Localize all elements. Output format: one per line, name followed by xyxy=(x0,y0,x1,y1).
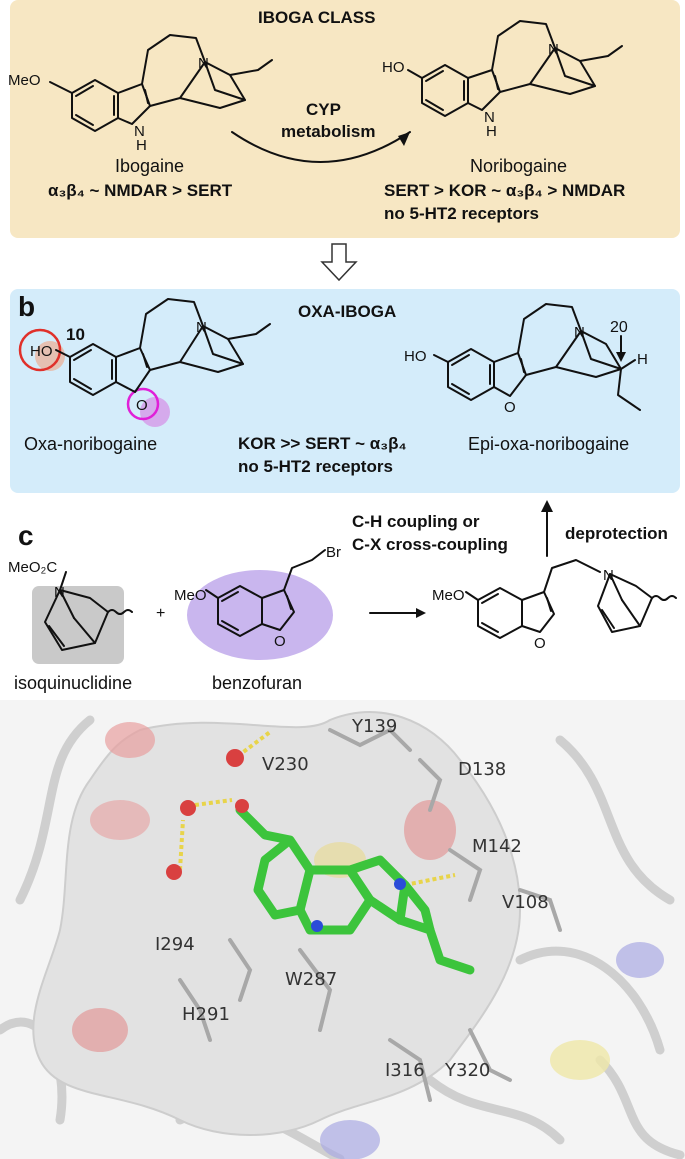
residue-label-d138: D138 xyxy=(458,759,506,780)
position-20-label: 20 xyxy=(610,319,628,336)
isoquinuclidine-structure xyxy=(44,571,133,651)
panel-b-title: OXA-IBOGA xyxy=(298,302,397,321)
benzofuran-meo-label: MeO xyxy=(174,587,207,604)
panel-a-title: IBOGA CLASS xyxy=(258,8,376,27)
noribogaine-structure xyxy=(407,20,623,117)
epi-o-label: O xyxy=(504,399,516,416)
noribogaine-name: Noribogaine xyxy=(470,156,568,176)
epi-h-label: H xyxy=(637,351,648,368)
residue-sticks xyxy=(178,727,562,1102)
ibogaine-h-label: H xyxy=(136,137,147,154)
ibogaine-structure xyxy=(49,34,273,132)
panel-a-structures: MeO N N H HO N N H xyxy=(8,20,623,163)
residue-label-v108: V108 xyxy=(502,892,549,913)
product-o-label: O xyxy=(534,635,546,652)
benzofuran-label: benzofuran xyxy=(212,673,303,693)
panel-transition-arrow xyxy=(320,243,358,282)
noribogaine-note: no 5-HT2 receptors xyxy=(384,204,539,223)
metabolism-arrow xyxy=(231,131,411,163)
noribogaine-selectivity: SERT > KOR ~ α₃β₄ > NMDAR xyxy=(384,181,626,200)
oxa-n-label: N xyxy=(196,319,207,336)
benzofuran-br-label: Br xyxy=(326,544,341,561)
epi-ho-label: HO xyxy=(404,348,427,365)
ibogaine-meo-label: MeO xyxy=(8,72,41,89)
product-n-label: N xyxy=(603,567,614,584)
residue-label-v230: V230 xyxy=(262,754,309,775)
oxa-noribogaine-structure xyxy=(55,298,271,396)
residue-label-h291: H291 xyxy=(182,1004,230,1025)
oxygen-highlight-ring xyxy=(126,387,160,421)
oxa-note: no 5-HT2 receptors xyxy=(238,457,393,476)
panel-b-structures: HO O N 10 HO O N H 20 xyxy=(18,298,648,427)
step-1-line-1: C-H coupling or xyxy=(352,512,480,531)
noribogaine-ho-label: HO xyxy=(382,59,405,76)
oxa-ho-label: HO xyxy=(30,343,53,360)
residue-label-y139: Y139 xyxy=(351,716,397,737)
epi-oxa-noribogaine-structure xyxy=(433,303,641,411)
oxa-noribogaine-name: Oxa-noribogaine xyxy=(24,434,158,454)
docking-render: Y139 V230 D138 M142 V108 I294 W287 H291 … xyxy=(0,700,685,1159)
noribogaine-h-label: H xyxy=(486,123,497,140)
residue-label-i294: I294 xyxy=(155,934,195,955)
ibogaine-n-label: N xyxy=(198,55,209,72)
isoq-n-label: N xyxy=(54,584,65,601)
hydroxyl-highlight-ring xyxy=(18,328,62,372)
ligand-sticks xyxy=(235,805,475,975)
epi-oxa-noribogaine-name: Epi-oxa-noribogaine xyxy=(468,434,630,454)
benzofuran-structure xyxy=(205,549,326,637)
noribogaine-n-label: N xyxy=(548,41,559,58)
benzofuran-o-label: O xyxy=(274,633,286,650)
metabolism-arrowhead xyxy=(398,132,410,146)
panel-b-background xyxy=(10,289,680,493)
epi-n-label: N xyxy=(574,324,585,341)
isoq-meo2c-label: MeO₂C xyxy=(8,559,57,576)
oxa-o-label: O xyxy=(136,397,148,414)
ligand-basic-nitrogen xyxy=(394,878,406,890)
panel-c-letter: c xyxy=(18,520,34,551)
binding-pocket-surface xyxy=(32,711,522,1136)
water-network xyxy=(166,730,456,887)
residue-label-y320: Y320 xyxy=(444,1060,490,1081)
oxa-selectivity: KOR >> SERT ~ α₃β₄ xyxy=(238,434,407,453)
arrow-label-cyp: CYP xyxy=(306,100,341,119)
panel-c-scheme: N MeO₂C + MeO Br O MeO N O xyxy=(8,500,677,664)
step-2-label: deprotection xyxy=(565,524,668,543)
benzofuran-highlight xyxy=(187,570,333,660)
isoquinuclidine-label: isoquinuclidine xyxy=(14,673,133,693)
ibogaine-name: Ibogaine xyxy=(115,156,185,176)
docking-scene: Y139 V230 D138 M142 V108 I294 W287 H291 … xyxy=(0,711,685,1159)
plus-sign: + xyxy=(156,605,165,622)
arrow-label-metabolism: metabolism xyxy=(281,122,376,141)
residue-label-w287: W287 xyxy=(285,969,337,990)
product-meo-label: MeO xyxy=(432,587,465,604)
coupled-product-structure xyxy=(465,559,677,639)
ligand-nitrogen xyxy=(311,920,323,932)
position-10-label: 10 xyxy=(66,325,85,344)
ibogaine-selectivity: α₃β₄ ~ NMDAR > SERT xyxy=(48,181,233,200)
panel-b-letter: b xyxy=(18,291,36,322)
ibogaine-nh-label: N xyxy=(134,123,145,140)
noribogaine-nh-label: N xyxy=(484,109,495,126)
residue-label-m142: M142 xyxy=(472,836,522,857)
ligand-oxygen xyxy=(235,799,249,813)
hydroxyl-shadow xyxy=(35,341,65,371)
step-1-line-2: C-X cross-coupling xyxy=(352,535,508,554)
residue-label-i316: I316 xyxy=(385,1060,425,1081)
